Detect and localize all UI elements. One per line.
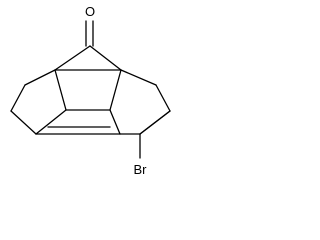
bond-center-right-lower (109, 109, 121, 135)
bond-co-left (54, 45, 91, 71)
chemical-structure-diagram: O Br (0, 0, 178, 183)
bond-cbr-right-ring (139, 110, 171, 135)
bond-left-ring-1 (24, 69, 56, 86)
bond-right-ring-2 (155, 84, 171, 112)
bond-left-bridgehead-center (54, 69, 67, 111)
bond-center-left-lower (35, 109, 67, 135)
molecule-svg: O Br (10, 4, 171, 177)
bond-left-ring-3 (10, 110, 37, 135)
bond-right-ring-1 (120, 69, 157, 86)
bond-co-right (89, 45, 122, 71)
bond-right-bridgehead-center (109, 69, 122, 111)
bromine-atom-label: Br (134, 162, 148, 177)
bond-left-ring-2 (10, 84, 26, 112)
oxygen-atom-label: O (85, 4, 95, 19)
